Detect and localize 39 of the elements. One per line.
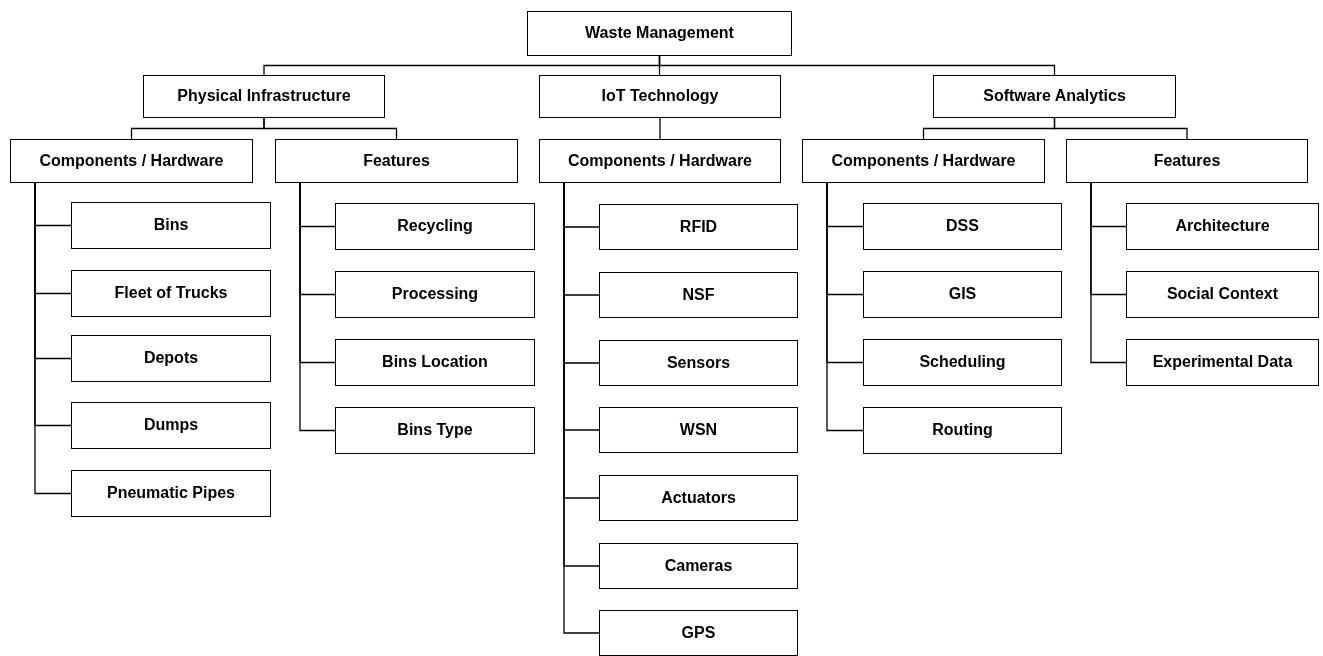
category-box: Components / Hardware [802,139,1045,183]
item-box: Recycling [335,203,535,250]
category-box: Waste Management [527,11,792,56]
item-box: Actuators [599,475,798,521]
connector-line [299,182,336,432]
item-box: RFID [599,204,798,250]
item-box: Sensors [599,340,798,386]
category-box: Features [275,139,518,183]
item-box: Routing [863,407,1062,454]
item-box: Pneumatic Pipes [71,470,271,517]
connector-line [658,55,1056,76]
connector-line [659,117,661,140]
item-box: Social Context [1126,271,1319,318]
connector-line [1090,182,1127,364]
item-box: Scheduling [863,339,1062,386]
item-box: Experimental Data [1126,339,1319,386]
category-box: Physical Infrastructure [143,75,385,118]
item-box: Cameras [599,543,798,589]
item-box: Architecture [1126,203,1319,250]
item-box: WSN [599,407,798,453]
category-box: Software Analytics [933,75,1176,118]
item-box: Bins Location [335,339,535,386]
category-box: IoT Technology [539,75,781,118]
category-box: Components / Hardware [539,139,781,183]
item-box: Dumps [71,402,271,449]
category-box: Features [1066,139,1308,183]
connector-line [826,182,864,432]
item-box: Depots [71,335,271,382]
category-box: Components / Hardware [10,139,253,183]
item-box: Bins Type [335,407,535,454]
connector-line [263,117,398,140]
item-box: GIS [863,271,1062,318]
item-box: Fleet of Trucks [71,270,271,317]
item-box: DSS [863,203,1062,250]
item-box: NSF [599,272,798,318]
item-box: Bins [71,202,271,249]
item-box: Processing [335,271,535,318]
item-box: GPS [599,610,798,656]
connector-line [1053,117,1188,140]
